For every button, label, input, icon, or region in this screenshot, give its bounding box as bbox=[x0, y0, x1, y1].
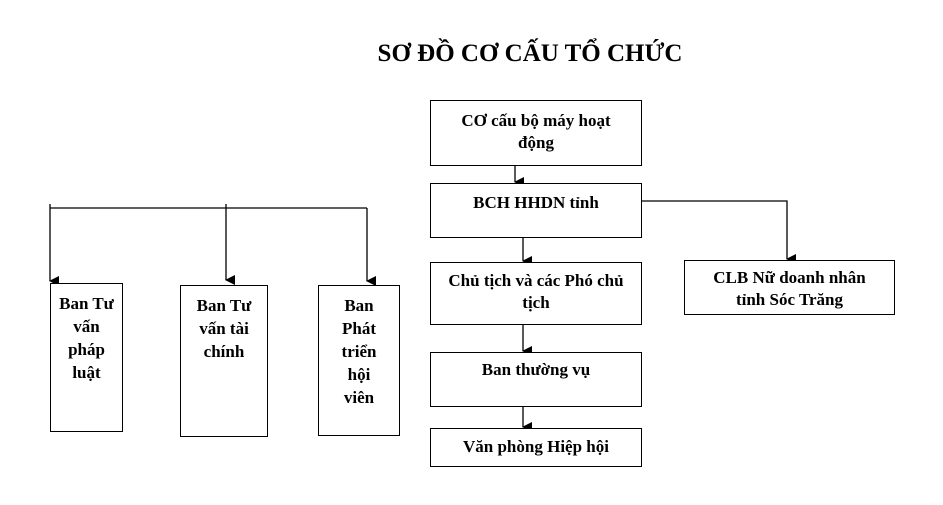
box-label: Ban thường vụ bbox=[481, 360, 591, 379]
box-label: CLB Nữ doanh nhân tỉnh Sóc Trăng bbox=[713, 268, 866, 309]
box-ban-thuong-vu: Ban thường vụ bbox=[430, 352, 642, 407]
box-ban-tu-van-phap-luat: Ban Tư vấn pháp luật bbox=[50, 283, 123, 432]
box-label: CƠ cấu bộ máy hoạt động bbox=[461, 111, 611, 152]
box-ban-phat-trien-hoi-vien: Ban Phát triển hội viên bbox=[318, 285, 400, 436]
box-co-cau-bo-may: CƠ cấu bộ máy hoạt động bbox=[430, 100, 642, 166]
box-clb-nu-doanh-nhan: CLB Nữ doanh nhân tỉnh Sóc Trăng bbox=[684, 260, 895, 315]
box-bch-hhdn: BCH HHDN tỉnh bbox=[430, 183, 642, 238]
page-title: SƠ ĐỒ CƠ CẤU TỔ CHỨC bbox=[377, 40, 683, 67]
box-label: Ban Tư vấn tài chính bbox=[196, 296, 252, 361]
arrow-to-clb bbox=[642, 200, 796, 264]
box-ban-tu-van-tai-chinh: Ban Tư vấn tài chính bbox=[180, 285, 268, 437]
box-label: Ban Tư vấn pháp luật bbox=[59, 294, 114, 382]
box-label: Ban Phát triển hội viên bbox=[341, 296, 377, 407]
box-label: BCH HHDN tỉnh bbox=[473, 193, 599, 212]
box-van-phong: Văn phòng Hiệp hội bbox=[430, 428, 642, 467]
box-label: Chủ tịch và các Phó chủ tịch bbox=[448, 271, 624, 312]
box-label: Văn phòng Hiệp hội bbox=[463, 437, 609, 456]
box-chu-tich: Chủ tịch và các Phó chủ tịch bbox=[430, 262, 642, 325]
